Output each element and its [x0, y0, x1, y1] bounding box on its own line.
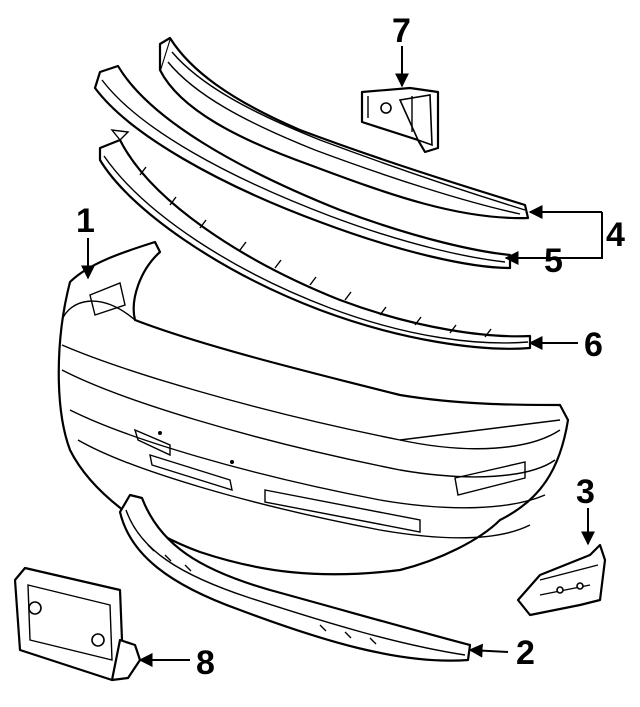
callout-1: 1	[76, 202, 95, 240]
leader-lines	[81, 46, 603, 667]
callout-8: 8	[196, 644, 215, 682]
side-bracket	[516, 543, 607, 617]
mounting-bracket	[360, 86, 440, 154]
bumper-molding	[93, 64, 512, 270]
callout-7: 7	[392, 12, 411, 50]
callout-5: 5	[544, 242, 563, 280]
callout-3: 3	[576, 473, 595, 511]
upper-trim-strip	[158, 36, 530, 220]
callout-6: 6	[584, 326, 603, 364]
bumper-cover	[57, 240, 570, 576]
callout-4: 4	[606, 216, 625, 254]
callout-2: 2	[516, 634, 535, 672]
license-bracket	[13, 566, 142, 682]
